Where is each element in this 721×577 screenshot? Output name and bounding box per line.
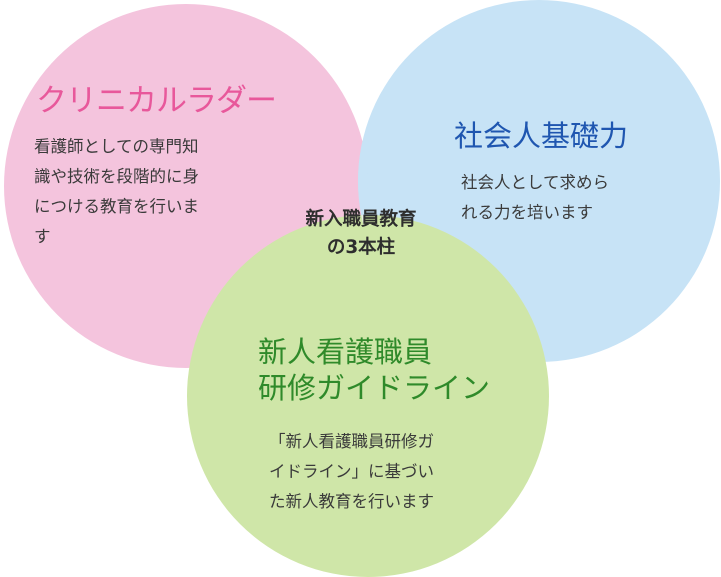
center-label: 新入職員教育 の3本柱 xyxy=(268,206,454,262)
social-skills-description: 社会人として求めら れる力を培います xyxy=(461,168,681,228)
guideline-title: 新人看護職員 研修ガイドライン xyxy=(258,334,538,406)
guideline-circle xyxy=(187,215,549,577)
description-line: す xyxy=(34,227,51,246)
guideline-title-line: 研修ガイドライン xyxy=(258,371,491,405)
description-line: た新人教育を行います xyxy=(269,492,434,511)
description-line: につける教育を行いま xyxy=(34,197,199,216)
description-line: れる力を培います xyxy=(461,203,593,222)
clinical-ladder-title: クリニカルラダー xyxy=(36,83,277,119)
guideline-description: 「新人看護職員研修ガ イドライン」に基づい た新人教育を行います xyxy=(269,427,499,517)
description-line: イドライン」に基づい xyxy=(269,462,434,481)
description-line: 識や技術を段階的に身 xyxy=(34,167,199,186)
social-skills-title: 社会人基礎力 xyxy=(454,119,629,153)
center-label-line: の3本柱 xyxy=(326,237,396,258)
clinical-ladder-description: 看護師としての専門知 識や技術を段階的に身 につける教育を行いま す xyxy=(34,132,274,252)
guideline-title-line: 新人看護職員 xyxy=(258,335,433,369)
description-line: 「新人看護職員研修ガ xyxy=(269,432,434,451)
description-line: 看護師としての専門知 xyxy=(34,137,199,156)
description-line: 社会人として求めら xyxy=(461,173,610,192)
center-label-line: 新入職員教育 xyxy=(305,209,417,230)
